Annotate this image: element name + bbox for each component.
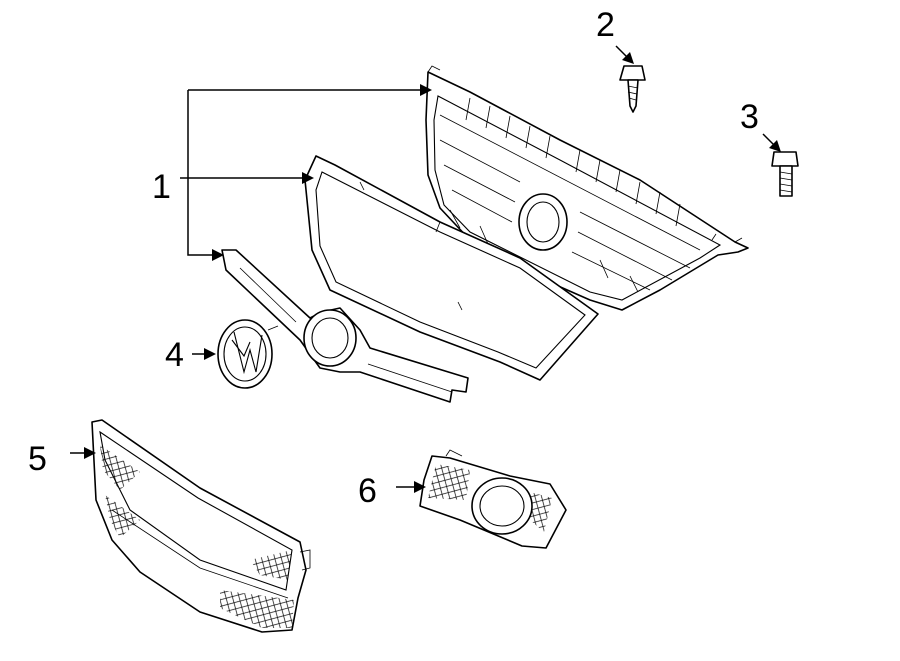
upper-grille-slats: [439, 97, 701, 293]
lower-grille-part-5: [91, 419, 311, 633]
callout-label-2: 2: [596, 6, 615, 44]
callout-label-1: 1: [152, 168, 171, 206]
callout-label-6: 6: [358, 472, 377, 510]
upper-grille: [425, 65, 749, 311]
callout-label-3: 3: [740, 98, 759, 136]
grille-trim-frame: [304, 155, 599, 381]
screw-part-2: [619, 65, 646, 113]
fog-lamp-bezel-part-6: [419, 449, 567, 549]
vw-emblem-part-4: [217, 319, 279, 389]
callout-label-4: 4: [165, 336, 184, 374]
bolt-part-3: [771, 151, 799, 197]
callout-label-5: 5: [28, 440, 47, 478]
grille-trim-strip: [221, 249, 469, 403]
vw-badge-ring: [518, 193, 568, 251]
leader-lines: [70, 45, 781, 493]
